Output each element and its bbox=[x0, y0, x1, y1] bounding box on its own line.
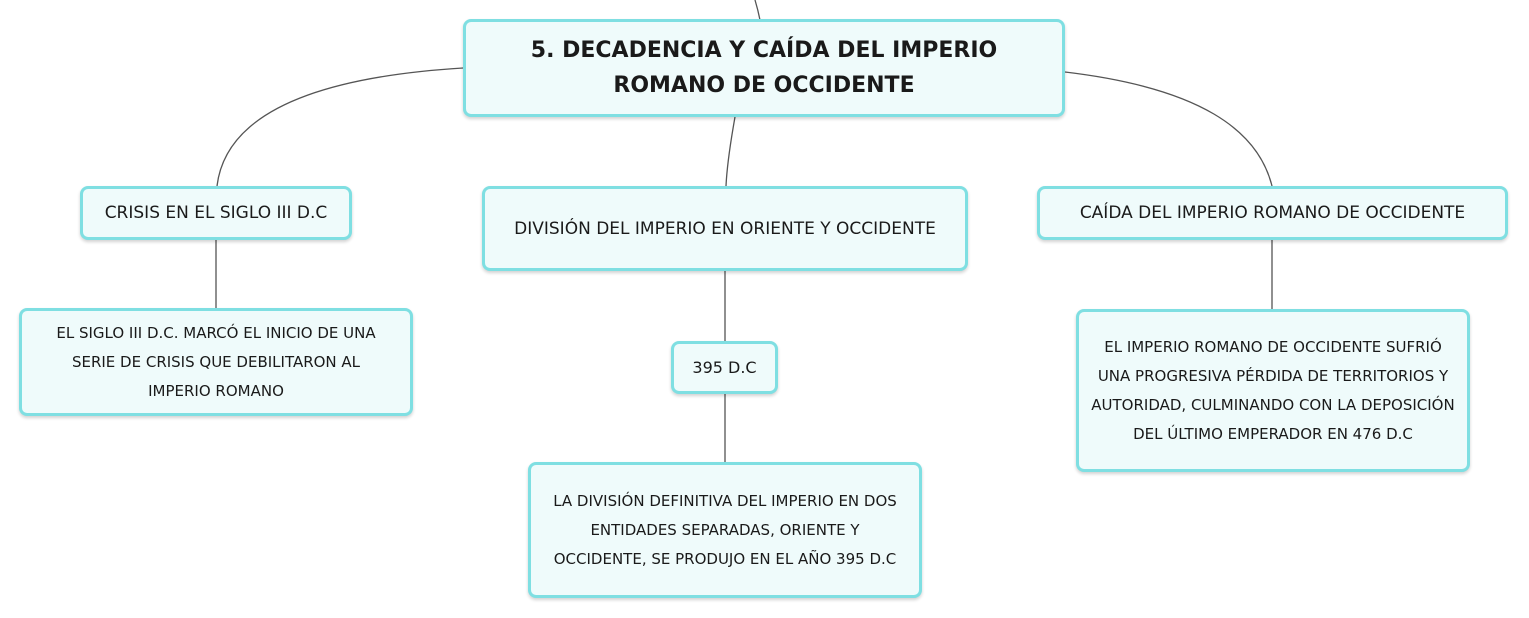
connector-root-to-branch-1 bbox=[216, 67, 464, 187]
branch-crisis-node[interactable]: CRISIS EN EL SIGLO III D.C bbox=[80, 186, 352, 240]
branch-fall-title: CAÍDA DEL IMPERIO ROMANO DE OCCIDENTE bbox=[1079, 203, 1466, 223]
branch-division-node[interactable]: DIVISIÓN DEL IMPERIO EN ORIENTE Y OCCIDE… bbox=[482, 186, 968, 271]
branch-fall-node[interactable]: CAÍDA DEL IMPERIO ROMANO DE OCCIDENTE bbox=[1037, 186, 1508, 240]
connector-root-to-branch-3 bbox=[1064, 71, 1273, 187]
crisis-detail-text: EL SIGLO III D.C. MARCÓ EL INICIO DE UNA… bbox=[56, 323, 376, 400]
branch-division-title: DIVISIÓN DEL IMPERIO EN ORIENTE Y OCCIDE… bbox=[514, 218, 936, 239]
crisis-detail-node[interactable]: EL SIGLO III D.C. MARCÓ EL INICIO DE UNA… bbox=[19, 308, 413, 416]
division-detail-node[interactable]: LA DIVISIÓN DEFINITIVA DEL IMPERIO EN DO… bbox=[528, 462, 922, 598]
fall-detail-node[interactable]: EL IMPERIO ROMANO DE OCCIDENTE SUFRIÓ UN… bbox=[1076, 309, 1470, 472]
root-topic-text: 5. DECADENCIA Y CAÍDA DEL IMPERIO ROMANO… bbox=[530, 38, 998, 98]
division-date-text: 395 D.C bbox=[692, 357, 757, 377]
division-detail-text: LA DIVISIÓN DEFINITIVA DEL IMPERIO EN DO… bbox=[553, 491, 897, 568]
fall-detail-text: EL IMPERIO ROMANO DE OCCIDENTE SUFRIÓ UN… bbox=[1091, 337, 1455, 443]
connector-root-to-branch-2 bbox=[725, 116, 736, 187]
connector-parent-to-root bbox=[754, 0, 761, 21]
division-date-node[interactable]: 395 D.C bbox=[671, 341, 778, 394]
root-topic-node[interactable]: 5. DECADENCIA Y CAÍDA DEL IMPERIO ROMANO… bbox=[463, 19, 1065, 117]
branch-crisis-title: CRISIS EN EL SIGLO III D.C bbox=[104, 203, 328, 223]
